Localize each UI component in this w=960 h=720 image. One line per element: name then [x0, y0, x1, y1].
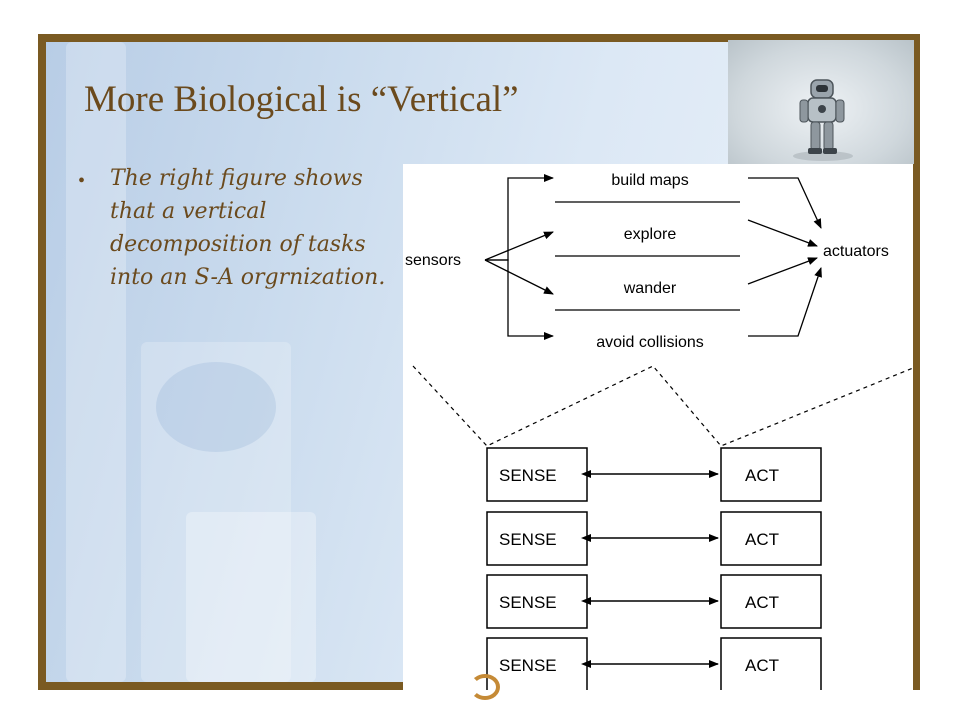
slide-title: More Biological is “Vertical”	[84, 79, 519, 120]
bullet-dot-icon: •	[78, 170, 86, 192]
decomposition-diagram: sensors actuators build maps explore wan…	[405, 172, 919, 692]
act-label: ACT	[745, 466, 779, 485]
behavior-label: wander	[623, 280, 677, 297]
behavior-label: explore	[624, 226, 677, 243]
column-capital-decoration	[156, 362, 276, 452]
sense-act-pair: SENSE ACT	[486, 511, 822, 566]
behavior-label: avoid collisions	[596, 334, 704, 351]
column-shaft-decoration	[186, 512, 316, 682]
sense-label: SENSE	[499, 530, 557, 549]
robot-icon	[793, 79, 853, 161]
sense-act-pair: SENSE ACT	[486, 637, 822, 692]
bullet-text: The right figure shows that a vertical d…	[110, 166, 386, 290]
sense-act-pair: SENSE ACT	[486, 447, 822, 502]
act-label: ACT	[745, 530, 779, 549]
logo-icon	[470, 674, 500, 700]
behavior-dividers	[555, 201, 740, 311]
actuators-label: actuators	[823, 243, 889, 260]
dashed-zoom-lines	[412, 365, 919, 447]
sense-label: SENSE	[499, 656, 557, 675]
column-decoration	[141, 342, 291, 682]
sensors-label: sensors	[405, 252, 461, 269]
sense-label: SENSE	[499, 466, 557, 485]
sense-label: SENSE	[499, 593, 557, 612]
act-label: ACT	[745, 593, 779, 612]
decomposition-figure: sensors actuators build maps explore wan…	[403, 164, 919, 692]
robot-photo	[728, 40, 914, 164]
input-arrows	[484, 174, 554, 340]
sense-act-pair: SENSE ACT	[486, 574, 822, 629]
behavior-label: build maps	[611, 172, 688, 189]
output-arrows	[747, 177, 822, 337]
column-decoration	[66, 42, 126, 682]
act-label: ACT	[745, 656, 779, 675]
